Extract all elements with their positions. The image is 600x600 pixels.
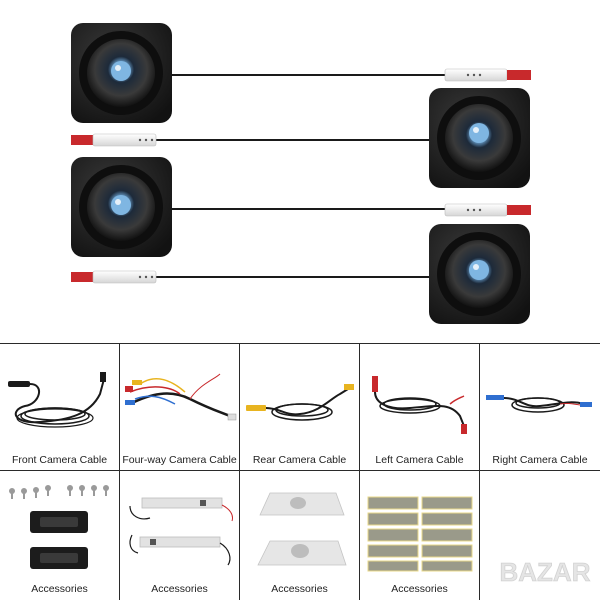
cell-accessories-plates: Accessories	[120, 471, 240, 600]
caption: Front Camera Cable	[11, 454, 108, 466]
camera-front	[71, 23, 531, 123]
cell-left-camera-cable: Left Camera Cable	[360, 344, 480, 471]
cell-accessories-pads: Accessories	[360, 471, 480, 600]
mounting-plates-icon	[129, 497, 233, 566]
caption: Accessories	[31, 583, 88, 595]
camera-right	[71, 88, 530, 188]
camera-set-photo	[71, 23, 531, 324]
caption: Accessories	[271, 583, 328, 595]
cell-right-camera-cable: Right Camera Cable	[480, 344, 600, 471]
left-camera-cable-icon	[372, 376, 467, 434]
camera-housings-icon	[257, 492, 347, 566]
adhesive-pads-icon	[367, 496, 473, 572]
caption: Accessories	[391, 583, 448, 595]
cell-four-way-camera-cable: Four-way Camera Cable	[120, 344, 240, 471]
cell-accessories-housings: Accessories	[240, 471, 360, 600]
caption: Right Camera Cable	[492, 454, 588, 466]
accessory-grid: Front Camera Cable Four-way Camera Cable…	[0, 343, 600, 600]
four-way-camera-cable-icon	[125, 373, 237, 421]
bazar-watermark-logo: BAZAR	[499, 557, 591, 588]
caption: Accessories	[151, 583, 208, 595]
watermark-text: BAZAR	[500, 557, 591, 587]
screws-and-brackets-icon	[9, 485, 109, 569]
rear-camera-cable-icon	[246, 384, 354, 421]
cell-front-camera-cable: Front Camera Cable	[0, 344, 120, 471]
cell-rear-camera-cable: Rear Camera Cable	[240, 344, 360, 471]
caption: Rear Camera Cable	[252, 454, 347, 466]
camera-left	[71, 224, 530, 324]
front-camera-cable-icon	[8, 372, 106, 428]
right-camera-cable-icon	[486, 395, 593, 413]
camera-rear	[71, 157, 531, 257]
caption: Four-way Camera Cable	[122, 454, 237, 466]
caption: Left Camera Cable	[375, 454, 464, 466]
cell-accessories-screws: Accessories	[0, 471, 120, 600]
